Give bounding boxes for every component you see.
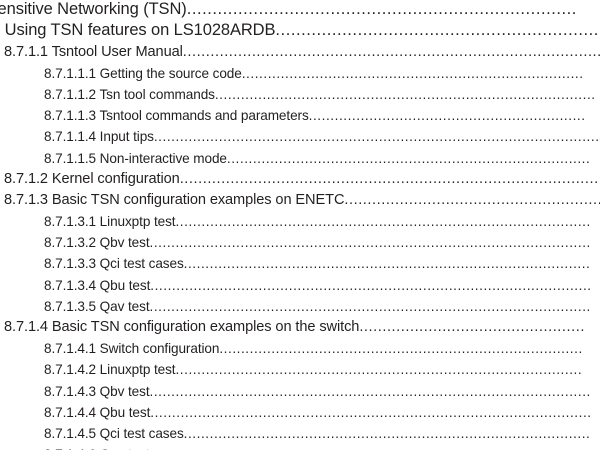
- toc-entry-label: 8.7.1.4.5 Qci test cases: [44, 425, 184, 441]
- toc-leader-dots: ........................................…: [226, 150, 591, 166]
- toc-entry[interactable]: 8.7.1.4.2 Linuxptp test ................…: [0, 359, 600, 380]
- toc-entry-label: 8.7.1 Using TSN features on LS1028ARDB: [0, 21, 276, 40]
- toc-entry-label: 8.7.1.4.3 Qbv test: [44, 383, 150, 399]
- toc-entry[interactable]: ne Sensitive Networking (TSN) ..........…: [0, 0, 600, 20]
- toc-leader-dots: ........................................…: [183, 256, 591, 272]
- toc-entry-label: 8.7.1.4.6 Qav test case: [44, 444, 182, 450]
- toc-entry[interactable]: 8.7.1.4.3 Qbv test......................…: [0, 381, 600, 402]
- toc-entry-label: 8.7.1.3.1 Linuxptp test: [44, 214, 176, 230]
- toc-entry-label: ne Sensitive Networking (TSN): [0, 0, 187, 19]
- toc-leader-dots: ........................................…: [359, 319, 585, 335]
- toc-entry[interactable]: 8.7.1.1.3 Tsntool commands and parameter…: [0, 105, 600, 126]
- toc-leader-dots: ........................................…: [214, 86, 596, 102]
- toc-leader-dots: ........................................…: [182, 444, 600, 450]
- toc-entry-label: 8.7.1.1.5 Non-interactive mode: [44, 150, 227, 166]
- toc-entry-label: 8.7.1.3.4 Qbu test: [44, 277, 151, 293]
- toc-entry-label: 8.7.1.4.1 Switch configuration: [44, 341, 220, 357]
- toc-entry[interactable]: 8.7.1.1.1 Getting the source code.......…: [0, 63, 600, 84]
- toc-entry[interactable]: 8.7.1.4 Basic TSN configuration examples…: [0, 317, 600, 338]
- toc-entry[interactable]: 8.7.1.3.2 Qbv test......................…: [0, 232, 600, 253]
- toc-entry-label: 8.7.1.1.1 Getting the source code: [44, 65, 242, 81]
- toc-entry-label: 8.7.1.1.2 Tsn tool commands: [44, 86, 215, 102]
- toc-entry-label: 8.7.1.4.2 Linuxptp test: [44, 362, 176, 378]
- toc-leader-dots: ........................................…: [153, 129, 600, 145]
- toc-entry[interactable]: 8.7.1.4.1 Switch configuration..........…: [0, 338, 600, 359]
- toc-leader-dots: ........................................…: [150, 404, 592, 420]
- toc-entry[interactable]: 8.7.1.1.2 Tsn tool commands.............…: [0, 84, 600, 105]
- toc-leader-dots: ........................................…: [344, 191, 600, 208]
- toc-leader-dots: ........................................…: [219, 341, 583, 357]
- toc-leader-dots: ........................................…: [175, 214, 591, 230]
- toc-entry[interactable]: 8.7.1.4.6 Qav test case.................…: [0, 444, 600, 450]
- toc-leader-dots: ........................................…: [149, 235, 591, 251]
- toc-leader-dots: ........................................…: [186, 0, 577, 19]
- toc-entry[interactable]: 8.7.1.3.5 Qav test......................…: [0, 296, 600, 317]
- toc-entry[interactable]: 8.7.1 Using TSN features on LS1028ARDB..…: [0, 20, 600, 41]
- toc-leader-dots: ........................................…: [183, 425, 591, 441]
- toc-entry[interactable]: 8.7.1.3.1 Linuxptp test.................…: [0, 211, 600, 232]
- toc-entry-label: 8.7.1.2 Kernel configuration: [4, 170, 180, 187]
- toc-leader-dots: ........................................…: [179, 170, 600, 187]
- toc-leader-dots: ........................................…: [175, 362, 583, 378]
- toc-entry-label: 8.7.1.3.2 Qbv test: [44, 235, 150, 251]
- toc-entry[interactable]: 8.7.1.1.4 Input tips....................…: [0, 126, 600, 147]
- toc-leader-dots: ........................................…: [182, 43, 600, 60]
- toc-entry-label: 8.7.1.3.3 Qci test cases: [44, 256, 184, 272]
- toc-entry[interactable]: 8.7.1.2 Kernel configuration............…: [0, 169, 600, 190]
- toc-entry-label: 8.7.1.1.4 Input tips: [44, 129, 154, 145]
- toc-entry[interactable]: 8.7.1.1 Tsntool User Manual.............…: [0, 42, 600, 63]
- toc-entry[interactable]: 8.7.1.1.5 Non-interactive mode..........…: [0, 148, 600, 169]
- toc-entry[interactable]: 8.7.1.3 Basic TSN configuration examples…: [0, 190, 600, 211]
- toc-entry-label: 8.7.1.1 Tsntool User Manual: [4, 43, 183, 60]
- toc-leader-dots: ........................................…: [308, 108, 586, 124]
- toc-entry-label: 8.7.1.3.5 Qav test: [44, 298, 150, 314]
- toc-leader-dots: ........................................…: [275, 21, 600, 40]
- toc-entry[interactable]: 8.7.1.4.5 Qci test cases................…: [0, 423, 600, 444]
- toc-leader-dots: ........................................…: [150, 277, 592, 293]
- toc-leader-dots: ........................................…: [149, 298, 591, 314]
- toc-entry-label: 8.7.1.4 Basic TSN configuration examples…: [4, 319, 360, 335]
- toc-entry-label: 8.7.1.4.4 Qbu test: [44, 404, 151, 420]
- toc-leader-dots: ........................................…: [149, 383, 591, 399]
- toc-leader-dots: ........................................…: [241, 65, 584, 81]
- toc-entry[interactable]: 8.7.1.3.3 Qci test cases................…: [0, 253, 600, 274]
- toc-entry[interactable]: 8.7.1.4.4 Qbu test......................…: [0, 402, 600, 423]
- toc-entry-label: 8.7.1.3 Basic TSN configuration examples…: [4, 191, 345, 208]
- toc-entry[interactable]: 8.7.1.3.4 Qbu test......................…: [0, 275, 600, 296]
- toc-entry-label: 8.7.1.1.3 Tsntool commands and parameter…: [44, 108, 309, 124]
